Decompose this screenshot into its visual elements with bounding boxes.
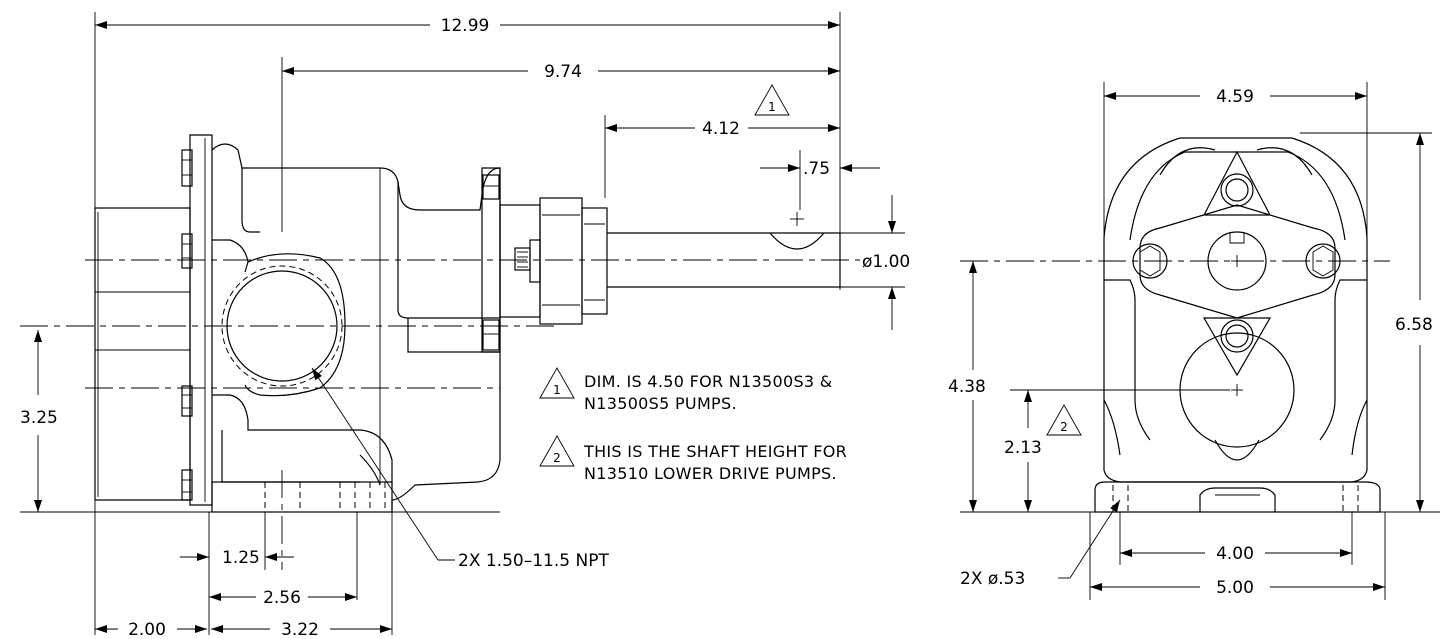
note-1-line-2: N13500S5 PUMPS. (584, 394, 737, 413)
dim-overall-length: 12.99 (441, 16, 490, 36)
svg-text:2: 2 (1060, 420, 1068, 434)
svg-text:1: 1 (553, 383, 561, 397)
dim-shaft-diameter: ø1.00 (862, 252, 910, 272)
end-view: 4.59 6.58 4.38 2.13 2 4.00 5.00 2X ø.53 (948, 82, 1440, 600)
dim-base-width: 5.00 (1216, 578, 1254, 598)
dim-shaft-height: 4.38 (948, 377, 986, 397)
dim-port-spacing: 1.25 (222, 548, 260, 568)
mount-hole-callout: 2X ø.53 (960, 569, 1025, 589)
side-view: 12.99 9.74 4.12 1 .75 ø1.00 3.25 1.25 (20, 12, 910, 639)
dim-rear-overhang: 2.00 (128, 620, 166, 639)
dim-port-offset: 2.56 (263, 588, 301, 608)
note-2-line-2: N13510 LOWER DRIVE PUMPS. (584, 464, 837, 483)
notes-block: 1 DIM. IS 4.50 FOR N13500S3 & N13500S5 P… (539, 367, 847, 483)
dim-end-width: 4.59 (1216, 87, 1254, 107)
note-2: 2 THIS IS THE SHAFT HEIGHT FOR N13510 LO… (539, 435, 847, 483)
dim-keyway-offset: .75 (803, 159, 830, 179)
dim-mount-hole-spacing: 4.00 (1216, 544, 1254, 564)
svg-text:1: 1 (768, 100, 776, 114)
svg-text:2: 2 (553, 451, 561, 465)
port-thread-callout: 2X 1.50–11.5 NPT (458, 551, 609, 571)
note-2-line-1: THIS IS THE SHAFT HEIGHT FOR (583, 442, 847, 461)
dim-shaft-extension: 4.12 (702, 119, 740, 139)
revision-flag-1: 1 (754, 84, 790, 116)
revision-flag-2: 2 (1046, 404, 1082, 436)
dim-overall-height: 6.58 (1395, 315, 1433, 335)
dim-flange-to-shaft-end: 9.74 (544, 62, 582, 82)
dim-base-length: 3.22 (281, 620, 319, 639)
dim-lower-shaft-height: 2.13 (1004, 438, 1042, 458)
note-1: 1 DIM. IS 4.50 FOR N13500S3 & N13500S5 P… (539, 367, 833, 413)
note-1-line-1: DIM. IS 4.50 FOR N13500S3 & (584, 372, 833, 391)
dim-port-height: 3.25 (20, 408, 58, 428)
